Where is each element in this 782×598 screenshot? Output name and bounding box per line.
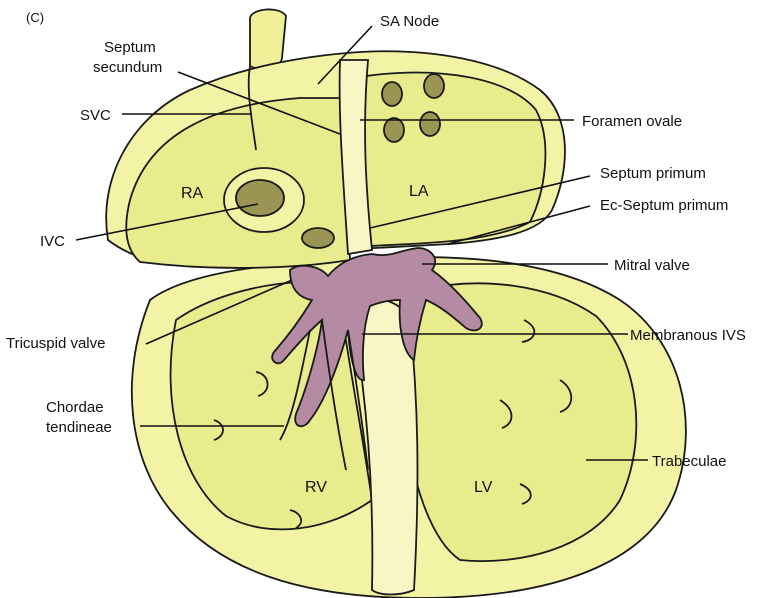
pulmonary-vein-3: [384, 118, 404, 142]
label-mitral-valve: Mitral valve: [614, 257, 690, 274]
label-foramen-ovale: Foramen ovale: [582, 113, 682, 130]
label-chordae-1: Chordae: [46, 399, 104, 416]
label-septum-secundum-1: Septum: [104, 39, 156, 56]
pulmonary-vein-1: [382, 82, 402, 106]
label-rv: RV: [305, 479, 327, 496]
label-tricuspid-valve: Tricuspid valve: [6, 335, 105, 352]
label-la: LA: [409, 183, 429, 200]
label-septum-secundum-2: secundum: [93, 59, 162, 76]
panel-label: (C): [26, 10, 44, 25]
label-ra: RA: [181, 185, 204, 202]
label-lv: LV: [474, 479, 493, 496]
svc-vessel: [250, 9, 286, 69]
label-septum-primum: Septum primum: [600, 165, 706, 182]
pulmonary-vein-4: [420, 112, 440, 136]
label-trabeculae: Trabeculae: [652, 453, 727, 470]
label-ivc: IVC: [40, 233, 65, 250]
ivc-lumen: [236, 180, 284, 216]
label-chordae-2: tendineae: [46, 419, 112, 436]
pulmonary-vein-2: [424, 74, 444, 98]
coronary-sinus-opening: [302, 228, 334, 248]
label-svc: SVC: [80, 107, 111, 124]
left-ventricle-cavity: [403, 283, 637, 561]
label-membranous-ivs: Membranous IVS: [630, 327, 746, 344]
label-sa-node: SA Node: [380, 13, 439, 30]
label-ec-septum-primum: Ec-Septum primum: [600, 197, 728, 214]
heart-illustration: [106, 9, 686, 598]
